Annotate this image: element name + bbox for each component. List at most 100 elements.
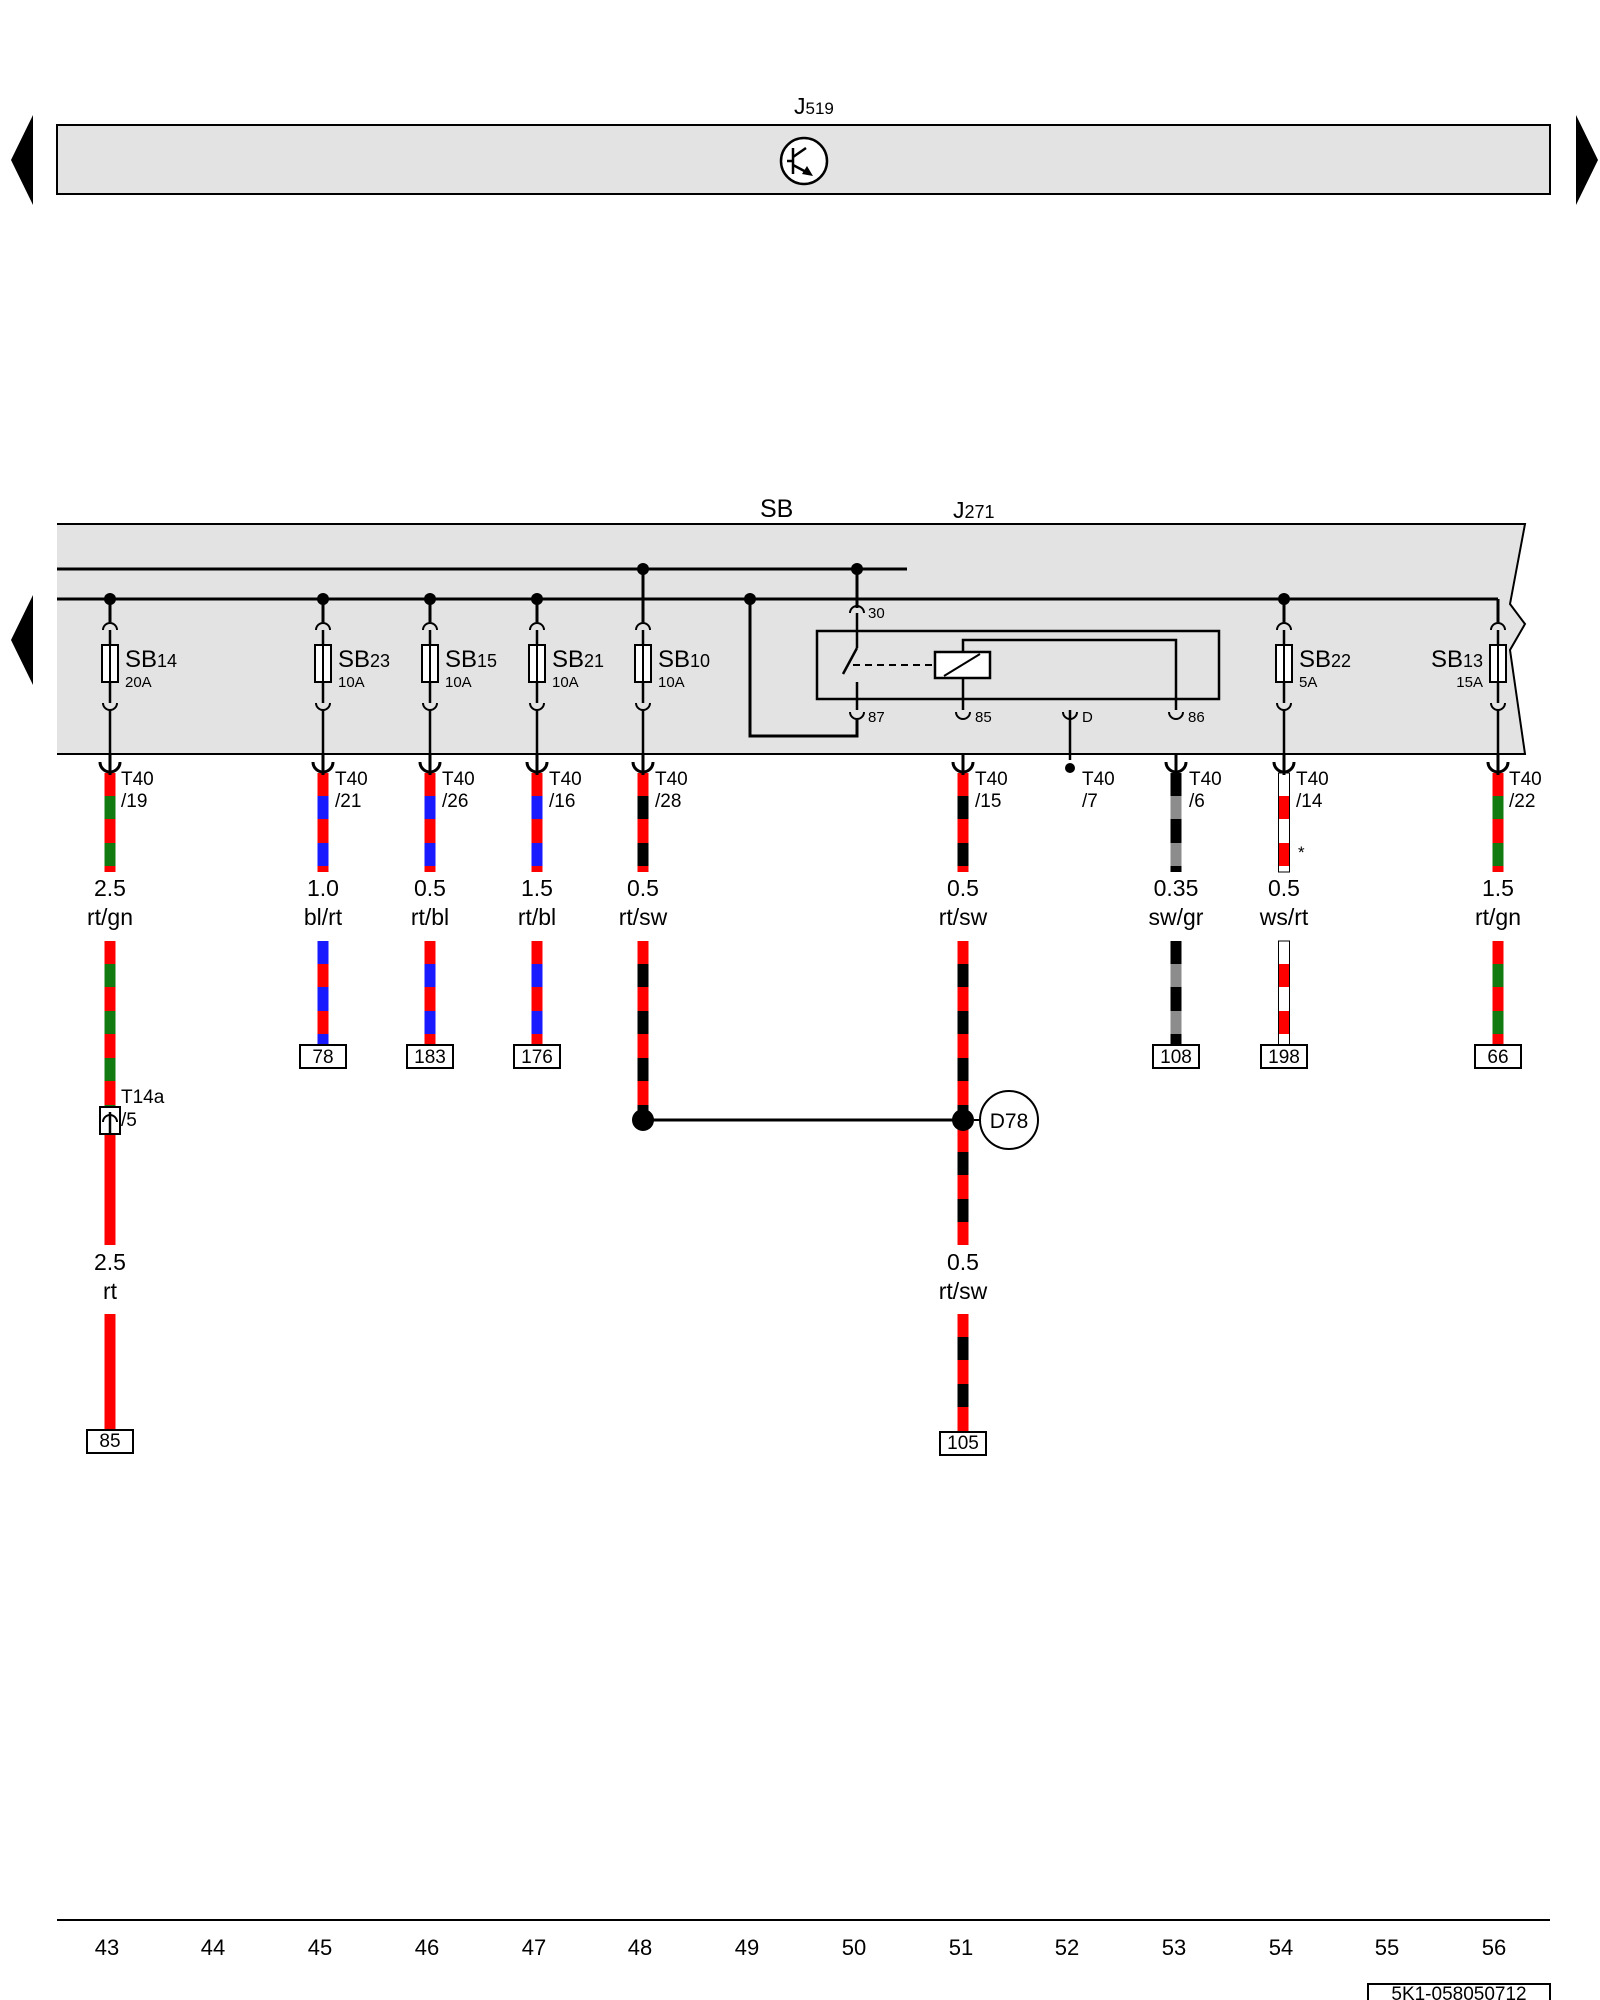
column-number: 50 — [842, 1935, 866, 1960]
fuse-rating: 10A — [658, 674, 685, 691]
connector-pin: /7 — [1082, 791, 1098, 812]
fuse-label: SB15 — [445, 646, 497, 673]
destination-ref[interactable]: 183 — [414, 1047, 446, 1068]
destination-box — [299, 1044, 347, 1069]
connector-name: T40 — [549, 769, 582, 790]
wire-segment — [957, 773, 969, 872]
wire-segment — [1492, 773, 1504, 872]
destination-ref[interactable]: 78 — [312, 1047, 333, 1068]
sb-fuse-holder — [57, 524, 1525, 754]
fuse-rating: 20A — [125, 674, 152, 691]
connector-name: T40 — [442, 769, 475, 790]
j519-label: J519 — [794, 93, 834, 119]
junction-d78-label: D78 — [990, 1110, 1029, 1133]
destination-ref[interactable]: 108 — [1160, 1047, 1192, 1068]
wire-segment — [957, 1314, 969, 1432]
footnote-mark: * — [1298, 843, 1305, 862]
doc-number-box — [1367, 1983, 1551, 2000]
wire-size: 1.5 — [521, 875, 553, 901]
connector-pin: /22 — [1509, 791, 1535, 812]
wire-segment — [1492, 941, 1504, 1046]
t14a-name: T14a — [121, 1087, 165, 1108]
destination-box — [1152, 1044, 1200, 1069]
connector-pin: /28 — [655, 791, 681, 812]
wire-size: 0.5 — [627, 875, 659, 901]
connector-pin: /16 — [549, 791, 575, 812]
connector-name: T40 — [1296, 769, 1329, 790]
wire-segment — [531, 773, 543, 872]
wire-segment — [637, 941, 649, 1120]
wire-size: 0.5 — [1268, 875, 1300, 901]
j271-label: J271 — [953, 497, 995, 523]
junction-d78-marker — [979, 1090, 1039, 1150]
wire-segment — [104, 1134, 116, 1245]
destination-box — [406, 1044, 454, 1069]
connector-pin-marker — [951, 754, 975, 775]
connector-pin-marker — [631, 754, 655, 775]
page-nav-left-arrow[interactable] — [11, 115, 33, 205]
relay-pin-marker — [1168, 711, 1184, 720]
fuse-rating: 5A — [1299, 674, 1317, 691]
wire-segment — [104, 773, 116, 872]
connector-name: T40 — [1189, 769, 1222, 790]
relay-pin-d: D — [1082, 709, 1093, 726]
wire-segment — [957, 941, 969, 1245]
column-number: 43 — [95, 1935, 119, 1960]
wire-color: rt — [103, 1278, 118, 1304]
wire-color: sw/gr — [1149, 904, 1204, 930]
wire-segment — [424, 941, 436, 1046]
column-number: 45 — [308, 1935, 332, 1960]
relay-pin-87: 87 — [868, 709, 885, 726]
connector-name: T40 — [121, 769, 154, 790]
connector-name: T40 — [655, 769, 688, 790]
page-nav-right-arrow[interactable] — [1576, 115, 1598, 205]
connector-name: T40 — [1509, 769, 1542, 790]
destination-box — [1474, 1044, 1522, 1069]
destination-ref[interactable]: 85 — [99, 1431, 120, 1452]
connector-pin-marker — [1164, 754, 1188, 775]
wire-segment — [531, 941, 543, 1046]
destination-ref[interactable]: 66 — [1487, 1047, 1508, 1068]
wire-size: 0.5 — [414, 875, 446, 901]
destination-ref[interactable]: 105 — [947, 1433, 979, 1454]
connector-name: T40 — [975, 769, 1008, 790]
wire-segment — [317, 941, 329, 1046]
wire-color: bl/rt — [304, 904, 343, 930]
wire-size: 0.35 — [1154, 875, 1199, 901]
destination-ref[interactable]: 176 — [521, 1047, 553, 1068]
wire-segment — [104, 941, 116, 1107]
destination-box — [86, 1429, 134, 1454]
wire-segment — [637, 773, 649, 872]
column-number: 46 — [415, 1935, 439, 1960]
relay-pin-30: 30 — [868, 605, 885, 622]
wire-color: ws/rt — [1259, 904, 1309, 930]
connector-pin: /15 — [975, 791, 1001, 812]
sb-label: SB — [760, 495, 793, 523]
wire-color: rt/gn — [87, 904, 133, 930]
relay-pin-marker — [1062, 711, 1078, 720]
fuse-rating: 10A — [338, 674, 365, 691]
connector-pin-marker — [1272, 754, 1296, 775]
column-number: 47 — [522, 1935, 546, 1960]
wire-color: rt/bl — [411, 904, 449, 930]
column-number: 44 — [201, 1935, 225, 1960]
destination-ref[interactable]: 198 — [1268, 1047, 1300, 1068]
wire-color: rt/sw — [939, 904, 988, 930]
column-number: 48 — [628, 1935, 652, 1960]
column-number: 49 — [735, 1935, 759, 1960]
page-nav-left-arrow-lower[interactable] — [11, 595, 33, 685]
splice-dot — [952, 1109, 974, 1131]
wire-size: 1.0 — [307, 875, 339, 901]
connector-name: T40 — [1082, 769, 1115, 790]
wire-segment — [1278, 940, 1290, 1047]
wire-color: rt/sw — [619, 904, 668, 930]
wire-size: 1.5 — [1482, 875, 1514, 901]
fuse-label: SB14 — [125, 646, 177, 673]
wire-color: rt/bl — [518, 904, 556, 930]
relay-pin-85: 85 — [975, 709, 992, 726]
fuse-label: SB22 — [1299, 646, 1351, 673]
wire-segment — [424, 773, 436, 872]
